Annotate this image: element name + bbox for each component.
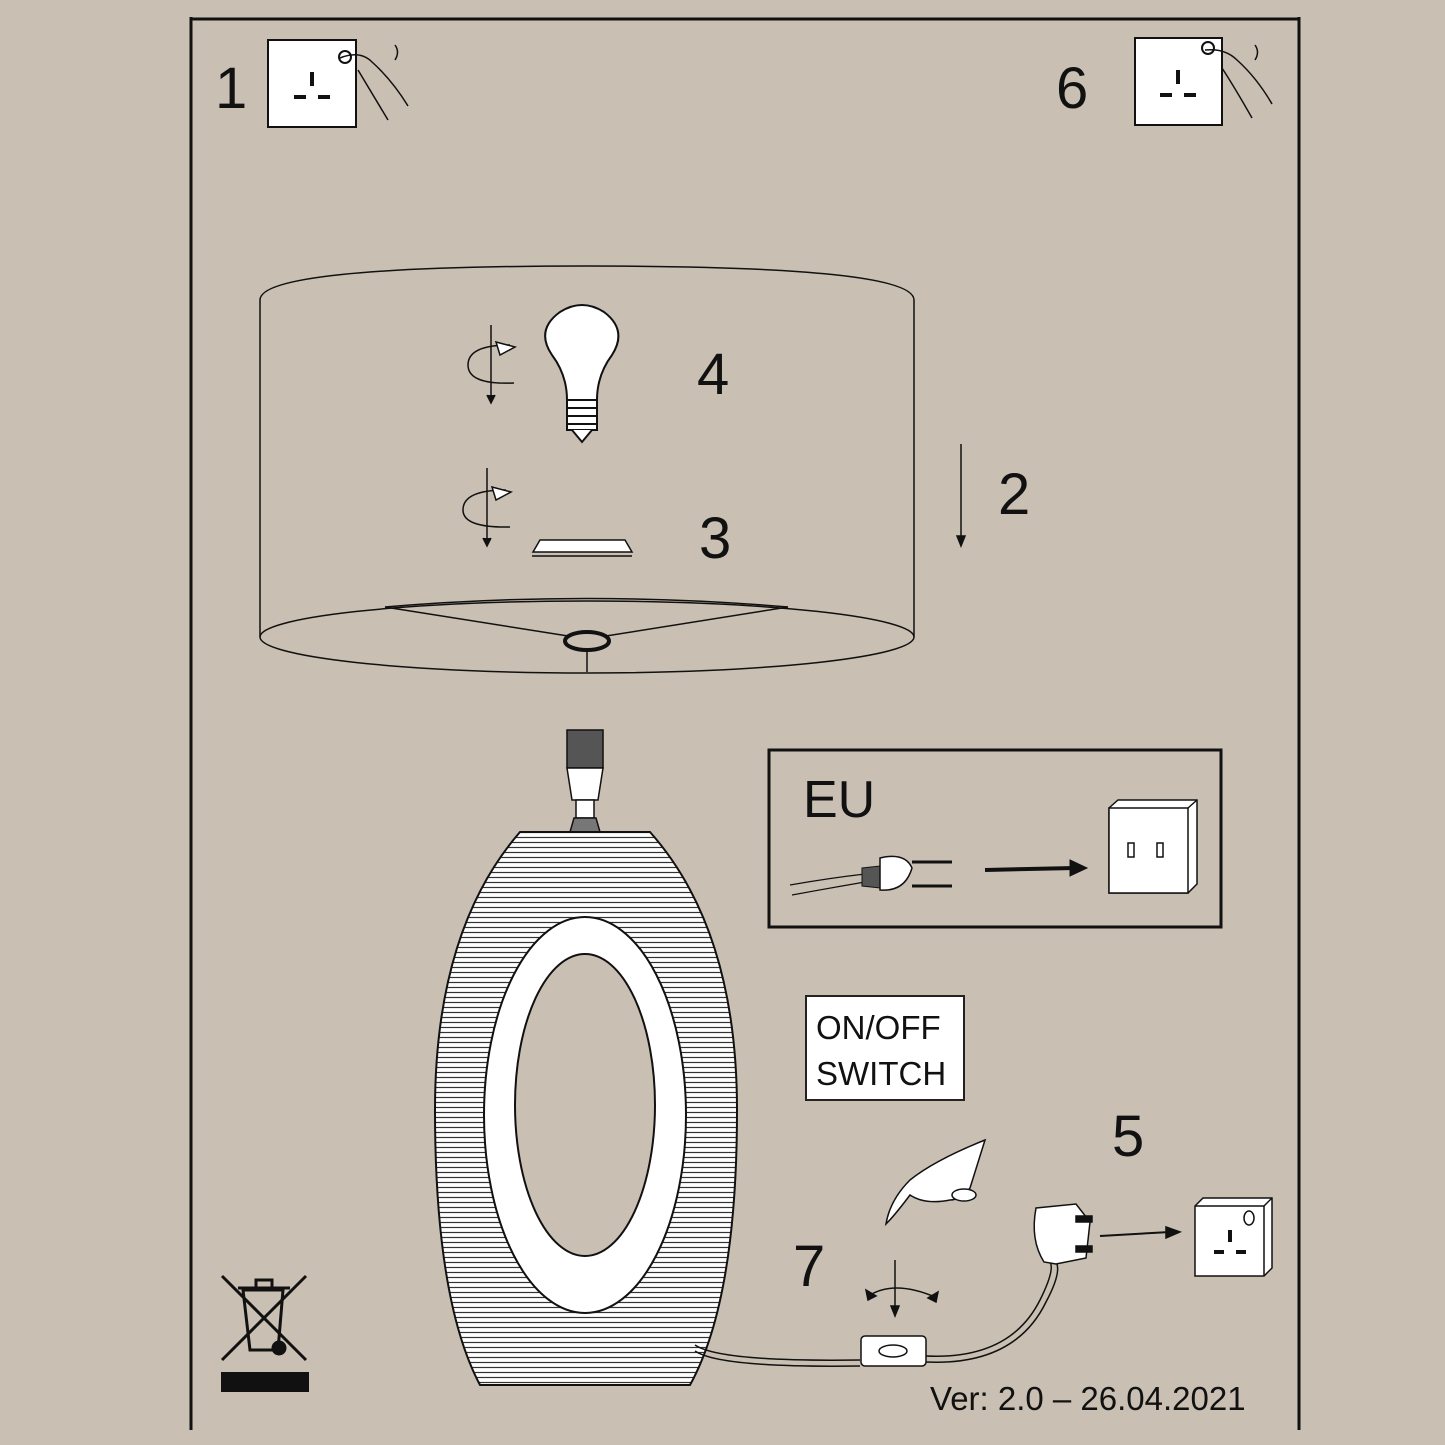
on-off-switch-label-box: ON/OFF SWITCH: [805, 995, 965, 1101]
down-arrow-icon: [955, 444, 967, 549]
wall-socket-switch-off-icon: [267, 39, 409, 128]
lamp-socket-holder: [566, 729, 604, 833]
step-number-1: 1: [215, 56, 248, 121]
weee-crossed-bin-icon: [220, 1274, 309, 1392]
step-number-2: 2: [998, 462, 1031, 527]
wall-socket-switch-on-icon: [1134, 37, 1273, 126]
eu-plug-box: [767, 748, 1223, 929]
light-bulb-icon: [544, 304, 620, 444]
step-number-7: 7: [793, 1234, 826, 1299]
step-number-4: 4: [697, 342, 730, 407]
version-label: Ver: 2.0 – 26.04.2021: [930, 1380, 1246, 1417]
switch-label-line2: SWITCH: [816, 1055, 947, 1092]
rotate-arrow-icon: [467, 325, 518, 405]
page-frame: [189, 17, 1301, 1430]
step-number-6: 6: [1056, 56, 1089, 121]
lamp-base: [433, 831, 739, 1386]
inline-switch-icon: [860, 1260, 940, 1367]
shade-ring-nut-icon: [531, 539, 634, 557]
eu-plug-label: EU: [803, 771, 876, 829]
switch-label-line1: ON/OFF: [816, 1009, 941, 1046]
uk-wall-socket-icon: [1194, 1197, 1273, 1277]
pressing-hand-icon: [884, 1138, 987, 1227]
lamp-shade: [259, 265, 915, 674]
rotate-arrow-icon: [462, 468, 514, 548]
power-cord: [694, 1261, 1059, 1367]
step-number-3: 3: [699, 506, 732, 571]
step-number-5: 5: [1112, 1104, 1145, 1169]
uk-plug-icon: [1033, 1203, 1183, 1265]
